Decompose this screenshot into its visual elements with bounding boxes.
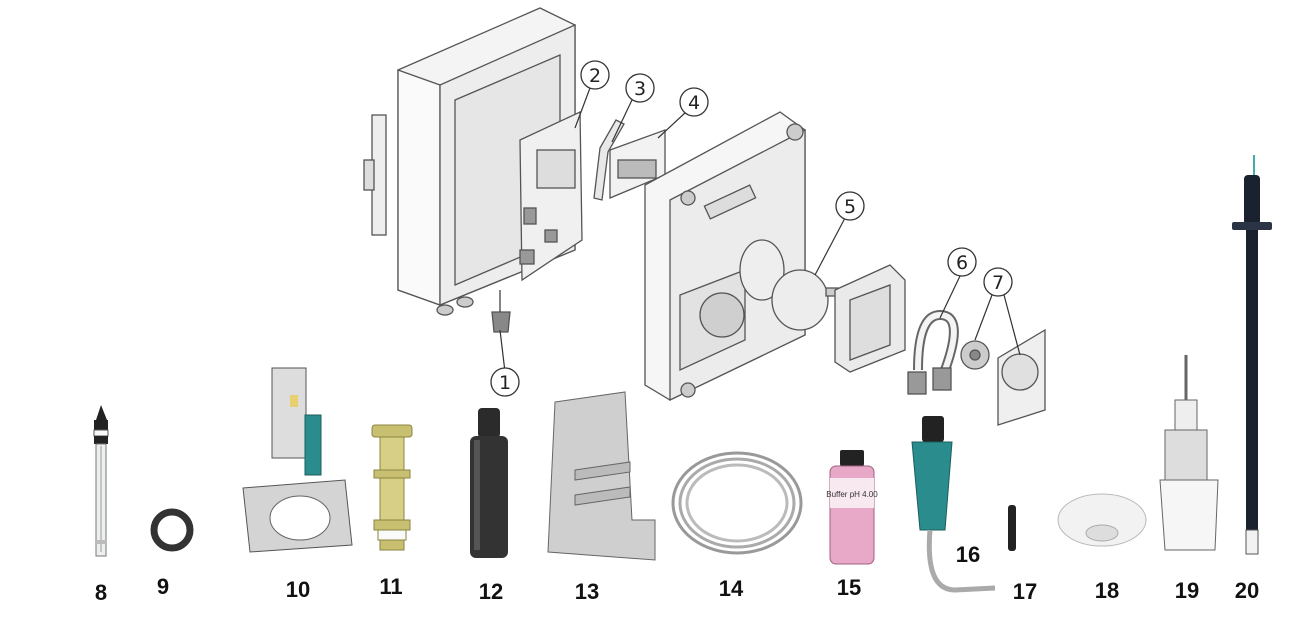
label-15: 15 <box>837 575 861 600</box>
part-12-cap <box>470 408 508 558</box>
svg-text:3: 3 <box>634 78 646 100</box>
pump-motor <box>771 269 839 331</box>
label-12: 12 <box>479 579 503 604</box>
pump-tube <box>907 309 959 395</box>
display-module <box>609 129 666 199</box>
controller-housing <box>363 7 583 333</box>
part-19-float-holder <box>1159 355 1219 551</box>
tube-coil-icon <box>671 451 803 555</box>
svg-text:6: 6 <box>956 252 968 274</box>
pump-housing <box>834 264 906 373</box>
part-11-insert <box>371 424 413 551</box>
label-17: 17 <box>1013 579 1037 604</box>
svg-text:4: 4 <box>688 92 700 114</box>
callout-leaders <box>499 87 1021 373</box>
part-13-bracket <box>547 391 656 561</box>
rotor-and-cover <box>960 328 1046 426</box>
callout-4: 4 <box>679 87 709 117</box>
label-13: 13 <box>575 579 599 604</box>
label-9: 9 <box>157 574 169 599</box>
ring-icon <box>150 508 194 552</box>
label-8: 8 <box>95 580 107 605</box>
label-11: 11 <box>379 574 402 599</box>
label-20: 20 <box>1235 578 1259 603</box>
bottle-label: Buffer pH 4.00 <box>826 490 878 499</box>
part-8-electrode <box>93 405 109 557</box>
callout-7: 7 <box>983 267 1013 297</box>
svg-text:5: 5 <box>844 196 856 218</box>
label-14: 14 <box>719 576 744 601</box>
label-19: 19 <box>1175 578 1199 603</box>
part-17-plug <box>1008 505 1016 551</box>
callout-5: 5 <box>835 191 865 221</box>
svg-text:1: 1 <box>499 372 511 394</box>
part-16-injection-valve <box>911 416 996 593</box>
label-18: 18 <box>1095 578 1119 603</box>
label-10: 10 <box>286 577 310 602</box>
front-panel <box>644 111 806 402</box>
callout-2: 2 <box>580 60 610 90</box>
label-16: 16 <box>956 542 980 567</box>
callout-1: 1 <box>490 367 520 397</box>
ribbon-cable <box>593 119 625 201</box>
part-18-disc <box>1057 493 1147 547</box>
part-10-sensor-holder <box>242 367 353 553</box>
part-15-buffer-bottle: Buffer pH 4.00 <box>826 450 878 565</box>
svg-text:2: 2 <box>589 65 601 87</box>
part-20-level-probe <box>1232 155 1272 555</box>
svg-text:7: 7 <box>992 272 1004 294</box>
callout-6: 6 <box>947 247 977 277</box>
callout-3: 3 <box>625 73 655 103</box>
